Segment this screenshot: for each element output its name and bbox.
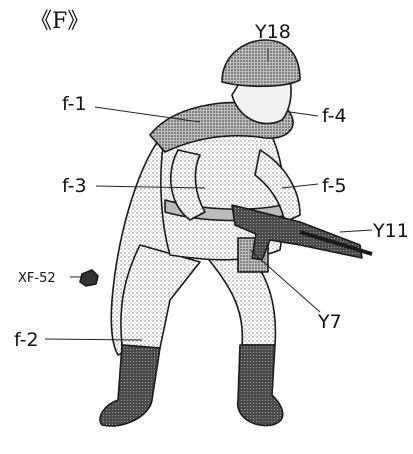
submachine-gun: [231, 204, 363, 261]
label-f4: f-4: [322, 105, 347, 127]
diagram-title: 《F》: [30, 9, 89, 34]
left-leg: [120, 244, 201, 349]
helmet: [221, 39, 301, 88]
soldier-figure: [79, 39, 373, 427]
label-y11: Y11: [372, 220, 409, 242]
loose-part-xf52: [79, 269, 99, 287]
label-xf52: XF-52: [18, 271, 56, 286]
label-f1: f-1: [62, 93, 87, 115]
label-y18: Y18: [254, 21, 291, 43]
right-arm: [254, 149, 301, 223]
right-boot: [237, 344, 284, 427]
leader-lines: [44, 48, 373, 341]
left-arm: [170, 149, 206, 221]
label-f3: f-3: [62, 175, 87, 197]
label-y7: Y7: [317, 311, 342, 333]
left-boot: [99, 344, 161, 427]
label-f5: f-5: [322, 175, 347, 197]
label-f2: f-2: [14, 329, 39, 351]
